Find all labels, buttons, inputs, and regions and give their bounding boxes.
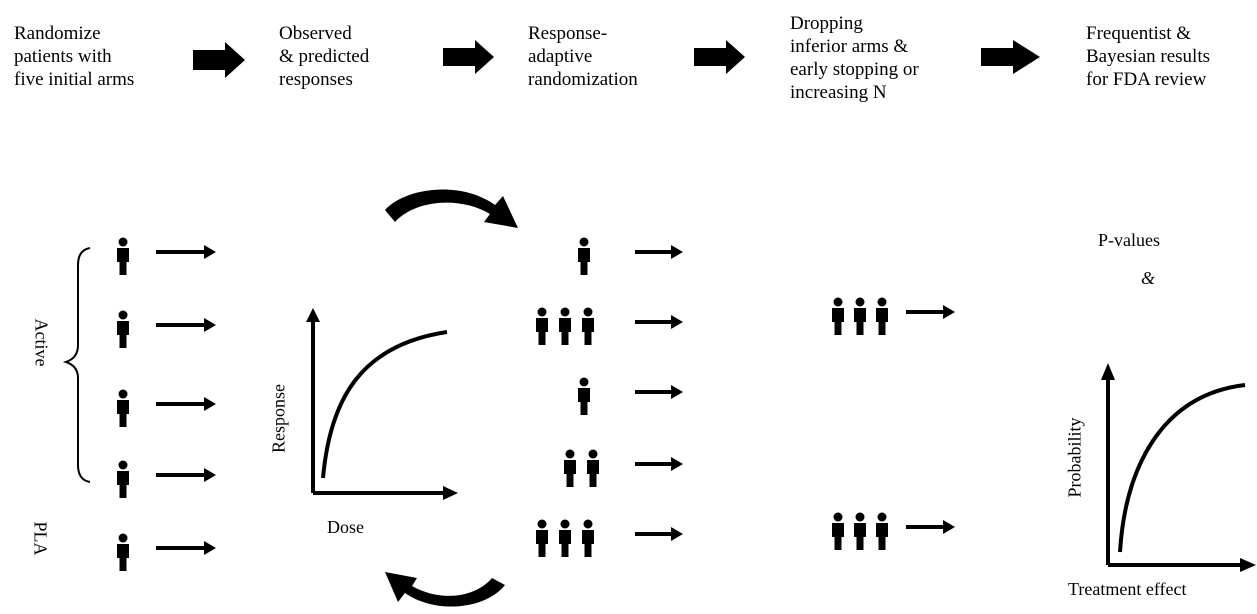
person-icon	[117, 389, 129, 427]
treatment-effect-axis-label: Treatment effect	[1068, 579, 1187, 599]
arm-arrow-head	[204, 318, 216, 332]
person-icon	[832, 512, 844, 550]
person-icon	[578, 377, 590, 415]
initial-arms	[117, 237, 216, 571]
person-icon	[854, 297, 866, 335]
arm-arrow-head	[943, 520, 955, 534]
person-icon	[117, 237, 129, 275]
person-icon	[117, 310, 129, 348]
probability-curve	[1118, 383, 1246, 553]
person-icon	[536, 307, 548, 345]
dose-response-plot	[306, 308, 458, 500]
active-label: Active	[31, 318, 52, 367]
retained-arms	[832, 297, 955, 550]
curved-arrow-bottom-icon	[385, 572, 505, 607]
dose-response-curve	[321, 330, 448, 479]
adaptive-arms	[536, 237, 683, 557]
arm-arrow-head	[204, 468, 216, 482]
probability-axis-label: Probability	[1064, 417, 1085, 498]
step-dropping-text: Dropping inferior arms & early stopping …	[790, 13, 919, 103]
person-icon	[536, 519, 548, 557]
arm-arrow-head	[204, 245, 216, 259]
person-icon	[564, 449, 576, 487]
person-icon	[587, 449, 599, 487]
block-arrow-icon	[193, 42, 245, 78]
dose-axis-label: Dose	[327, 517, 364, 537]
person-icon	[582, 307, 594, 345]
ampersand-label: &	[1141, 268, 1156, 288]
person-icon	[876, 297, 888, 335]
block-arrow-icon	[981, 40, 1040, 74]
placebo-label: PLA	[30, 521, 51, 556]
person-icon	[559, 519, 571, 557]
block-arrow-icon	[443, 40, 494, 74]
person-icon	[117, 460, 129, 498]
step-adaptive-text: Response- adaptive randomization	[528, 23, 638, 90]
person-icon	[854, 512, 866, 550]
arm-arrow-head	[204, 541, 216, 555]
arm-arrow-head	[943, 305, 955, 319]
arm-arrow-head	[204, 397, 216, 411]
person-icon	[578, 237, 590, 275]
step-observed-text: Observed & predicted responses	[279, 23, 370, 90]
person-icon	[876, 512, 888, 550]
pvalues-label: P-values	[1098, 230, 1160, 250]
person-icon	[832, 297, 844, 335]
response-axis-label: Response	[268, 384, 289, 453]
person-icon	[117, 533, 129, 571]
curved-arrow-top-icon	[385, 189, 518, 228]
arm-arrow-head	[671, 385, 683, 399]
arm-arrow-head	[671, 315, 683, 329]
step-arrows	[193, 40, 1040, 78]
step-randomize-text: Randomize patients with five initial arm…	[14, 23, 135, 90]
probability-plot	[1101, 363, 1256, 572]
step-results-text: Frequentist & Bayesian results for FDA r…	[1086, 23, 1211, 90]
person-icon	[559, 307, 571, 345]
arm-arrow-head	[671, 527, 683, 541]
active-brace	[62, 247, 91, 483]
arm-arrow-head	[671, 245, 683, 259]
cycle-arrows	[385, 189, 518, 607]
arm-arrow-head	[671, 457, 683, 471]
block-arrow-icon	[694, 40, 745, 74]
person-icon	[582, 519, 594, 557]
